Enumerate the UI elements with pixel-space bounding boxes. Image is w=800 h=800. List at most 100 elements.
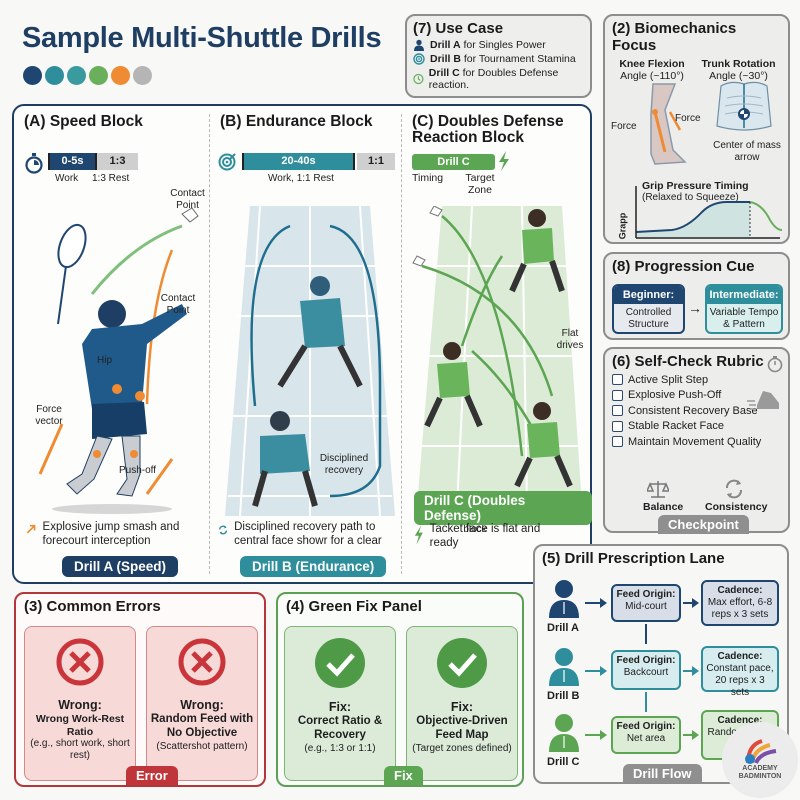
stopwatch-icon bbox=[767, 356, 783, 373]
flow-arrow bbox=[585, 730, 607, 740]
fix-card-main: Correct Ratio & Recovery bbox=[297, 715, 383, 741]
grip-chart bbox=[635, 186, 782, 239]
coach-avatar-icon bbox=[549, 648, 579, 686]
use-case-title: (7) Use Case bbox=[413, 20, 504, 37]
fix-tag: Fix bbox=[384, 766, 423, 785]
intermediate-stage: Intermediate: Variable Tempo & Pattern bbox=[705, 284, 783, 334]
timer-icon bbox=[413, 73, 424, 85]
force-label: Force bbox=[611, 121, 637, 132]
use-case-item: Drill B for Tournament Stamina bbox=[413, 53, 584, 65]
beginner-body: Controlled Structure bbox=[625, 307, 672, 330]
force-vector-label: Force vector bbox=[35, 404, 63, 427]
balance-label: Balance bbox=[643, 501, 684, 513]
drill-c-label: Drill C bbox=[547, 756, 580, 768]
consistency-label: Consistency bbox=[705, 501, 768, 513]
speed-block-title: (A) Speed Block bbox=[24, 113, 143, 130]
fix-card-main: Objective-Driven Feed Map bbox=[416, 715, 508, 741]
drill-b-label: Drill B bbox=[547, 690, 580, 702]
rest-bar: 1:3 bbox=[95, 153, 138, 170]
contact-point-label: Contact Point bbox=[170, 188, 205, 211]
knee-angle: Angle (~110°) bbox=[620, 70, 684, 83]
checkbox[interactable] bbox=[612, 389, 623, 401]
drill-c-bar: Drill C bbox=[412, 154, 495, 170]
grip-ylabel: Grapp bbox=[617, 212, 628, 240]
checkbox[interactable] bbox=[612, 420, 623, 432]
palette-dot bbox=[45, 66, 64, 85]
beginner-stage: Beginner: Controlled Structure bbox=[612, 284, 685, 334]
rubric-item[interactable]: Stable Racket Face bbox=[612, 420, 781, 432]
rubric-item-label: Consistent Recovery Base bbox=[628, 404, 758, 417]
grip-subtitle: (Relaxed to Squeeze) bbox=[642, 192, 739, 203]
work-bar: 20-40s bbox=[242, 153, 355, 170]
self-check-panel: (6) Self-Check Rubric Active Split Step … bbox=[603, 347, 790, 534]
knee-label: Knee Flexion bbox=[619, 58, 685, 70]
doubles-court-illustration bbox=[412, 206, 582, 506]
knee-leg-icon bbox=[650, 83, 687, 165]
push-off-label: Push-off bbox=[119, 465, 157, 476]
error-x-icon bbox=[56, 638, 104, 686]
drill-flow-tag: Drill Flow bbox=[623, 764, 702, 783]
fix-card: Fix: Correct Ratio & Recovery (e.g., 1:3… bbox=[284, 626, 396, 781]
endurance-court-illustration bbox=[225, 206, 395, 516]
endurance-caption: Disciplined recovery path to central fac… bbox=[218, 521, 398, 549]
rubric-item-label: Explosive Push-Off bbox=[628, 389, 722, 401]
logo-text: ACADEMY BADMINTON bbox=[738, 765, 782, 780]
use-case-text: for Doubles Defense reaction. bbox=[428, 67, 559, 91]
rest-label: 1:3 Rest bbox=[92, 173, 130, 184]
fix-card-head: Fix: bbox=[328, 700, 352, 714]
use-case-text: for Singles Power bbox=[463, 39, 546, 51]
checkbox[interactable] bbox=[612, 405, 623, 416]
rubric-item-label: Stable Racket Face bbox=[628, 420, 724, 432]
target-icon bbox=[218, 153, 236, 171]
coach-avatar-icon bbox=[549, 580, 579, 618]
logo-feather-icon bbox=[745, 739, 777, 765]
doubles-caption: Tacket face is flat and ready bbox=[414, 523, 544, 551]
center-of-mass-label: Center of mass arrow bbox=[713, 140, 781, 163]
flow-arrow bbox=[683, 730, 699, 740]
cadence-box: Cadence:Max effort, 6-8 reps x 3 sets bbox=[701, 580, 779, 626]
drill-c-pill: Drill C (Doubles Defense) bbox=[414, 491, 592, 525]
common-errors-panel: (3) Common Errors Wrong: Wrong Work-Rest… bbox=[14, 592, 266, 787]
rubric-item[interactable]: Maintain Movement Quality bbox=[612, 436, 781, 448]
trunk-angle: Angle (~30°) bbox=[709, 70, 768, 83]
fix-card-sub: (e.g., 1:3 or 1:1) bbox=[304, 742, 376, 754]
column-divider bbox=[401, 114, 402, 574]
rubric-item-label: Maintain Movement Quality bbox=[628, 435, 762, 448]
doubles-caption-text: Tacket face is flat and ready bbox=[429, 523, 541, 549]
error-card: Wrong: Wrong Work-Rest Ratio (e.g., shor… bbox=[24, 626, 136, 781]
rubric-item[interactable]: Active Split Step bbox=[612, 374, 781, 386]
error-card-sub: (Scattershot pattern) bbox=[156, 740, 248, 752]
palette-dot bbox=[133, 66, 152, 85]
error-card-main: Random Feed with No Objective bbox=[150, 713, 254, 739]
use-case-panel: (7) Use Case Drill A for Singles Power D… bbox=[405, 14, 592, 98]
checkpoint-tag: Checkpoint bbox=[658, 515, 749, 534]
biomechanics-title: (2) Biomechanics Focus bbox=[612, 20, 737, 54]
disciplined-recovery-label: Disciplined recovery bbox=[319, 453, 369, 476]
error-x-icon bbox=[178, 638, 226, 686]
rubric-item[interactable]: Explosive Push-Off bbox=[612, 389, 781, 401]
target-zone-label: Target Zone bbox=[465, 172, 495, 197]
speed-caption: Explosive jump smash and forecourt inter… bbox=[26, 521, 206, 549]
fix-card-head: Fix: bbox=[450, 700, 474, 714]
use-case-text: for Tournament Stamina bbox=[463, 53, 576, 65]
rubric-item[interactable]: Consistent Recovery Base bbox=[612, 405, 781, 417]
fix-card: Fix: Objective-Driven Feed Map (Target z… bbox=[406, 626, 518, 781]
checkbox[interactable] bbox=[612, 436, 623, 447]
person-icon bbox=[414, 39, 424, 51]
palette-dot bbox=[89, 66, 108, 85]
target-icon bbox=[413, 53, 425, 65]
running-shoe-icon bbox=[747, 391, 779, 410]
drill-prescription-title: (5) Drill Prescription Lane bbox=[542, 550, 725, 567]
use-case-item: Drill A for Singles Power bbox=[413, 39, 584, 51]
cadence-box: Cadence:Constant pace, 20 reps x 3 sets bbox=[701, 646, 779, 698]
beginner-head: Beginner: bbox=[614, 286, 683, 304]
green-fix-panel: (4) Green Fix Panel Fix: Correct Ratio &… bbox=[276, 592, 524, 787]
self-check-title: (6) Self-Check Rubric bbox=[612, 353, 764, 370]
progression-panel: (8) Progression Cue Beginner: Controlled… bbox=[603, 252, 790, 340]
flow-connector bbox=[645, 624, 647, 644]
feed-origin-box: Feed Origin:Mid-court bbox=[611, 584, 681, 622]
checkbox[interactable] bbox=[612, 374, 623, 385]
contact-point-label: Contact Point bbox=[160, 293, 196, 316]
